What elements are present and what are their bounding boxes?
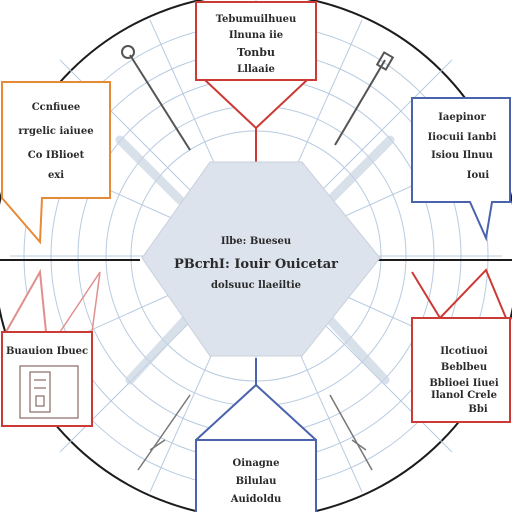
connector-bands xyxy=(115,135,395,385)
bottom-box-line-1: Oinagne xyxy=(233,458,280,469)
cabinet-icon xyxy=(19,365,79,419)
bottom-box-line-2: Bilulau xyxy=(236,476,277,487)
bottom-box-pointer xyxy=(195,383,317,441)
right-lower-box-line-2: Beblbeu xyxy=(441,362,487,373)
bottom-box: Oinagne Bilulau Auidoldu xyxy=(195,383,317,512)
band xyxy=(325,315,390,385)
center-line-1: Ilbe: Bueseu xyxy=(221,236,291,247)
right-upper-box-line-2: Iiocuii Ianbi xyxy=(428,132,497,143)
top-box-frame xyxy=(195,1,317,81)
top-box-line-4: Lllaaie xyxy=(237,64,275,75)
right-lower-box-line-3: Bblioei Iiuei xyxy=(429,378,498,389)
left-upper-box-line-3: Co IBlioet xyxy=(28,150,85,161)
right-upper-box-line-1: Iaepinor xyxy=(438,112,486,123)
top-box-pointer xyxy=(204,79,308,130)
left-upper-box: Ccnfiuee rrgelic iaiuee Co IBlioet exi xyxy=(1,81,111,245)
right-upper-box-line-4: Ioui xyxy=(467,170,490,181)
bottom-box-line-3: Auidoldu xyxy=(230,494,282,505)
top-box-line-3: Tonbu xyxy=(237,46,275,59)
center-hexagon xyxy=(141,161,381,357)
left-upper-box-line-2: rrgelic iaiuee xyxy=(18,126,93,137)
right-lower-box-line-5: Bbi xyxy=(468,404,487,415)
band xyxy=(125,315,190,385)
left-lower-box-line-1: Buauion Ibuec xyxy=(6,346,88,357)
top-box: Tebumuilhueu Ilnuna iie Tonbu Lllaaie xyxy=(195,1,317,130)
left-lower-box: Buauion Ibuec xyxy=(1,268,101,427)
center-line-2: PBcrhI: Iouir Ouicetar xyxy=(174,257,338,272)
band xyxy=(115,135,185,205)
top-box-line-2: Ilnuna iie xyxy=(229,30,283,41)
tool-icon xyxy=(137,394,373,471)
right-lower-box-line-4: Ilanol Crele xyxy=(431,390,497,401)
right-upper-box: Iaepinor Iiocuii Ianbi Isiou Ilnuu Ioui xyxy=(411,97,511,242)
right-lower-box-frame xyxy=(411,317,511,423)
left-upper-box-frame xyxy=(1,81,111,245)
right-lower-box: Ilcotiuoi Beblbeu Bblioei Iiuei Ilanol C… xyxy=(411,268,511,423)
left-lower-box-pointer-2 xyxy=(59,271,101,333)
left-upper-box-line-4: exi xyxy=(48,170,64,181)
right-lower-box-line-1: Ilcotiuoi xyxy=(440,346,488,357)
right-lower-box-pointer xyxy=(411,268,507,320)
top-box-line-1: Tebumuilhueu xyxy=(216,14,297,25)
wrench-icon xyxy=(121,45,191,151)
right-upper-box-frame xyxy=(411,97,511,242)
left-upper-box-line-1: Ccnfiuee xyxy=(32,102,81,113)
bottom-box-frame xyxy=(195,439,317,512)
center-line-3: dolsuuc llaeiltie xyxy=(211,280,301,291)
left-lower-box-frame xyxy=(1,331,93,427)
right-upper-box-line-3: Isiou Ilnuu xyxy=(431,150,493,161)
left-lower-box-pointer xyxy=(5,268,47,333)
screwdriver-icon xyxy=(334,51,395,146)
band xyxy=(325,135,395,205)
